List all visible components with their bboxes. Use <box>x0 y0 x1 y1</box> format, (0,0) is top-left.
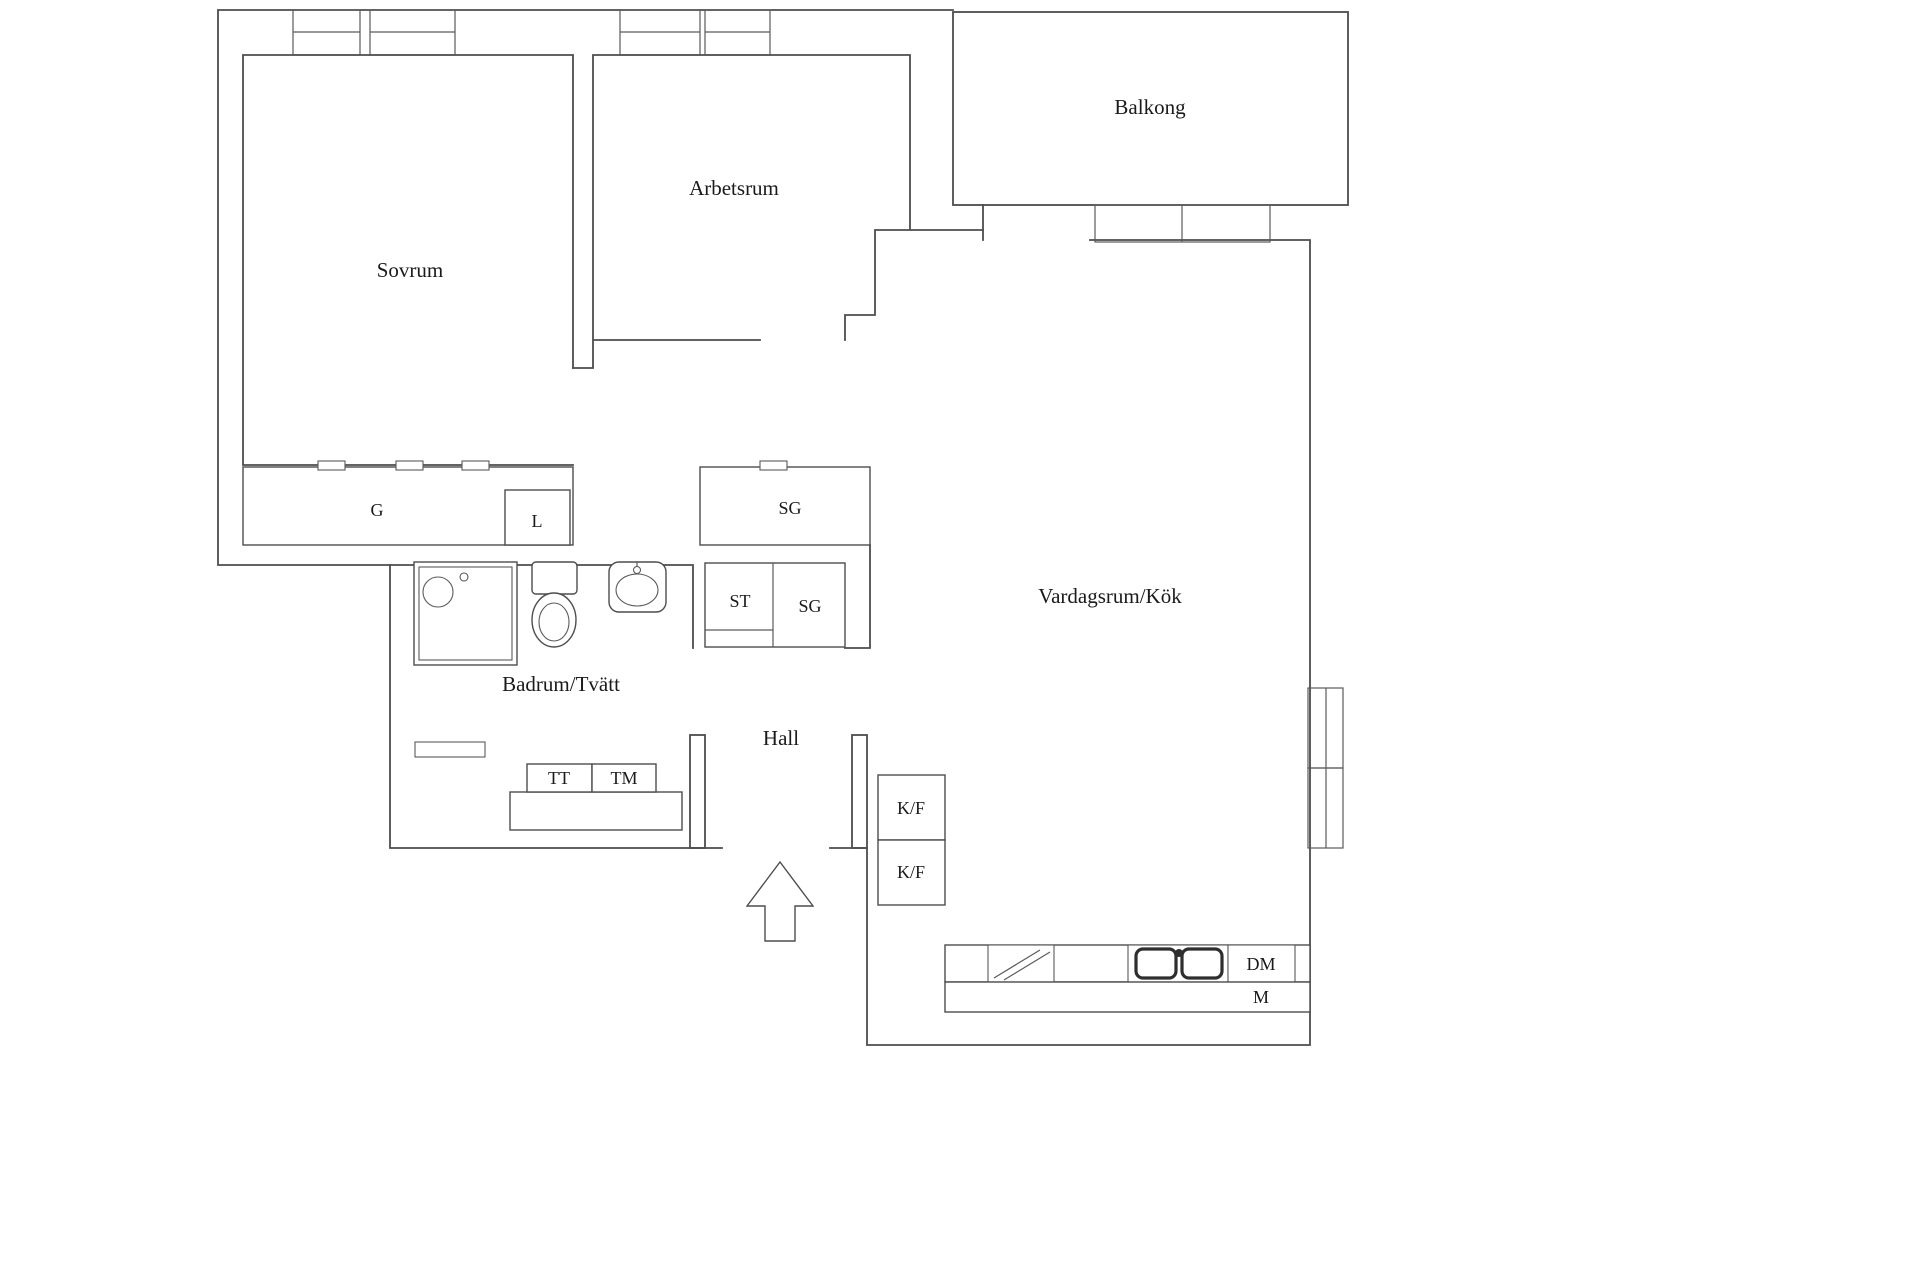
toilet-icon <box>531 561 578 648</box>
shower-icon <box>413 561 518 666</box>
window-icon <box>369 9 456 56</box>
wardrobe-door-tick <box>461 460 490 471</box>
window-icon <box>1307 767 1344 849</box>
kitchen-sink-icon <box>1127 944 1229 983</box>
sovrum-label: Sovrum <box>377 258 444 282</box>
stove-icon <box>987 944 1055 983</box>
g-label: G <box>371 500 384 520</box>
window-icon <box>1307 687 1344 769</box>
balcony: Balkong <box>952 11 1349 206</box>
sink-icon <box>608 561 667 613</box>
hall-left-wall <box>689 734 706 849</box>
hall-label: Hall <box>763 726 799 750</box>
wardrobe-door-tick <box>317 460 346 471</box>
tt-label: TT <box>548 768 570 788</box>
sg-top-label: SG <box>778 498 801 518</box>
wardrobe-sg-top: SG <box>699 460 871 546</box>
kf-upper-label: K/F <box>897 798 925 818</box>
vardagsrum-kok-label: Vardagsrum/Kök <box>1038 584 1182 608</box>
wardrobe-l-outline <box>504 489 571 546</box>
window-icon <box>292 9 361 56</box>
dishwasher-outline <box>1227 944 1296 983</box>
balkong-label: Balkong <box>1114 95 1186 119</box>
kitchen: K/F K/F DM M <box>877 774 1311 1013</box>
closet-st-sg: ST SG <box>704 544 871 649</box>
m-label: M <box>1253 987 1269 1007</box>
laundry-counter <box>509 791 683 831</box>
tm-label: TM <box>611 768 638 788</box>
wardrobe-door-tick <box>395 460 424 471</box>
sg-hall-label: SG <box>798 596 821 616</box>
top-windows <box>292 9 771 56</box>
washer-outline <box>591 763 657 793</box>
sovrum-walls <box>242 54 574 466</box>
laundry-appliances: TT TM <box>509 763 683 831</box>
wardrobe-door-tick <box>759 460 788 471</box>
arbetsrum-label: Arbetsrum <box>689 176 779 200</box>
room-hall: Hall <box>689 726 868 849</box>
balcony-window <box>1094 204 1271 243</box>
room-badrum: Badrum/Tvätt TT TM <box>389 561 694 831</box>
kitchen-lower-band <box>944 981 1311 1013</box>
l-label: L <box>532 511 543 531</box>
closet-side-wall <box>844 544 871 649</box>
room-arbetsrum: Arbetsrum <box>572 54 984 369</box>
wardrobe-g-l: G L <box>242 460 574 546</box>
kf-lower-label: K/F <box>897 862 925 882</box>
st-label: ST <box>729 591 750 611</box>
shelf-icon <box>414 741 486 758</box>
room-vardagsrum-kok: Vardagsrum/Kök <box>1038 584 1182 608</box>
fridge-outline <box>877 774 946 841</box>
arbetsrum-walls <box>572 54 984 369</box>
dryer-outline <box>526 763 593 793</box>
window-icon <box>704 9 771 56</box>
dm-label: DM <box>1246 954 1275 974</box>
right-windows <box>1307 687 1344 849</box>
hall-right-wall <box>851 734 868 849</box>
room-sovrum: Sovrum <box>242 54 574 466</box>
window-icon <box>619 9 701 56</box>
wardrobe-sg-outline <box>699 466 871 546</box>
freezer-outline <box>877 839 946 906</box>
closet-outline <box>704 562 846 648</box>
badrum-tvatt-label: Badrum/Tvätt <box>502 672 620 696</box>
entrance-arrow-icon <box>745 860 815 942</box>
